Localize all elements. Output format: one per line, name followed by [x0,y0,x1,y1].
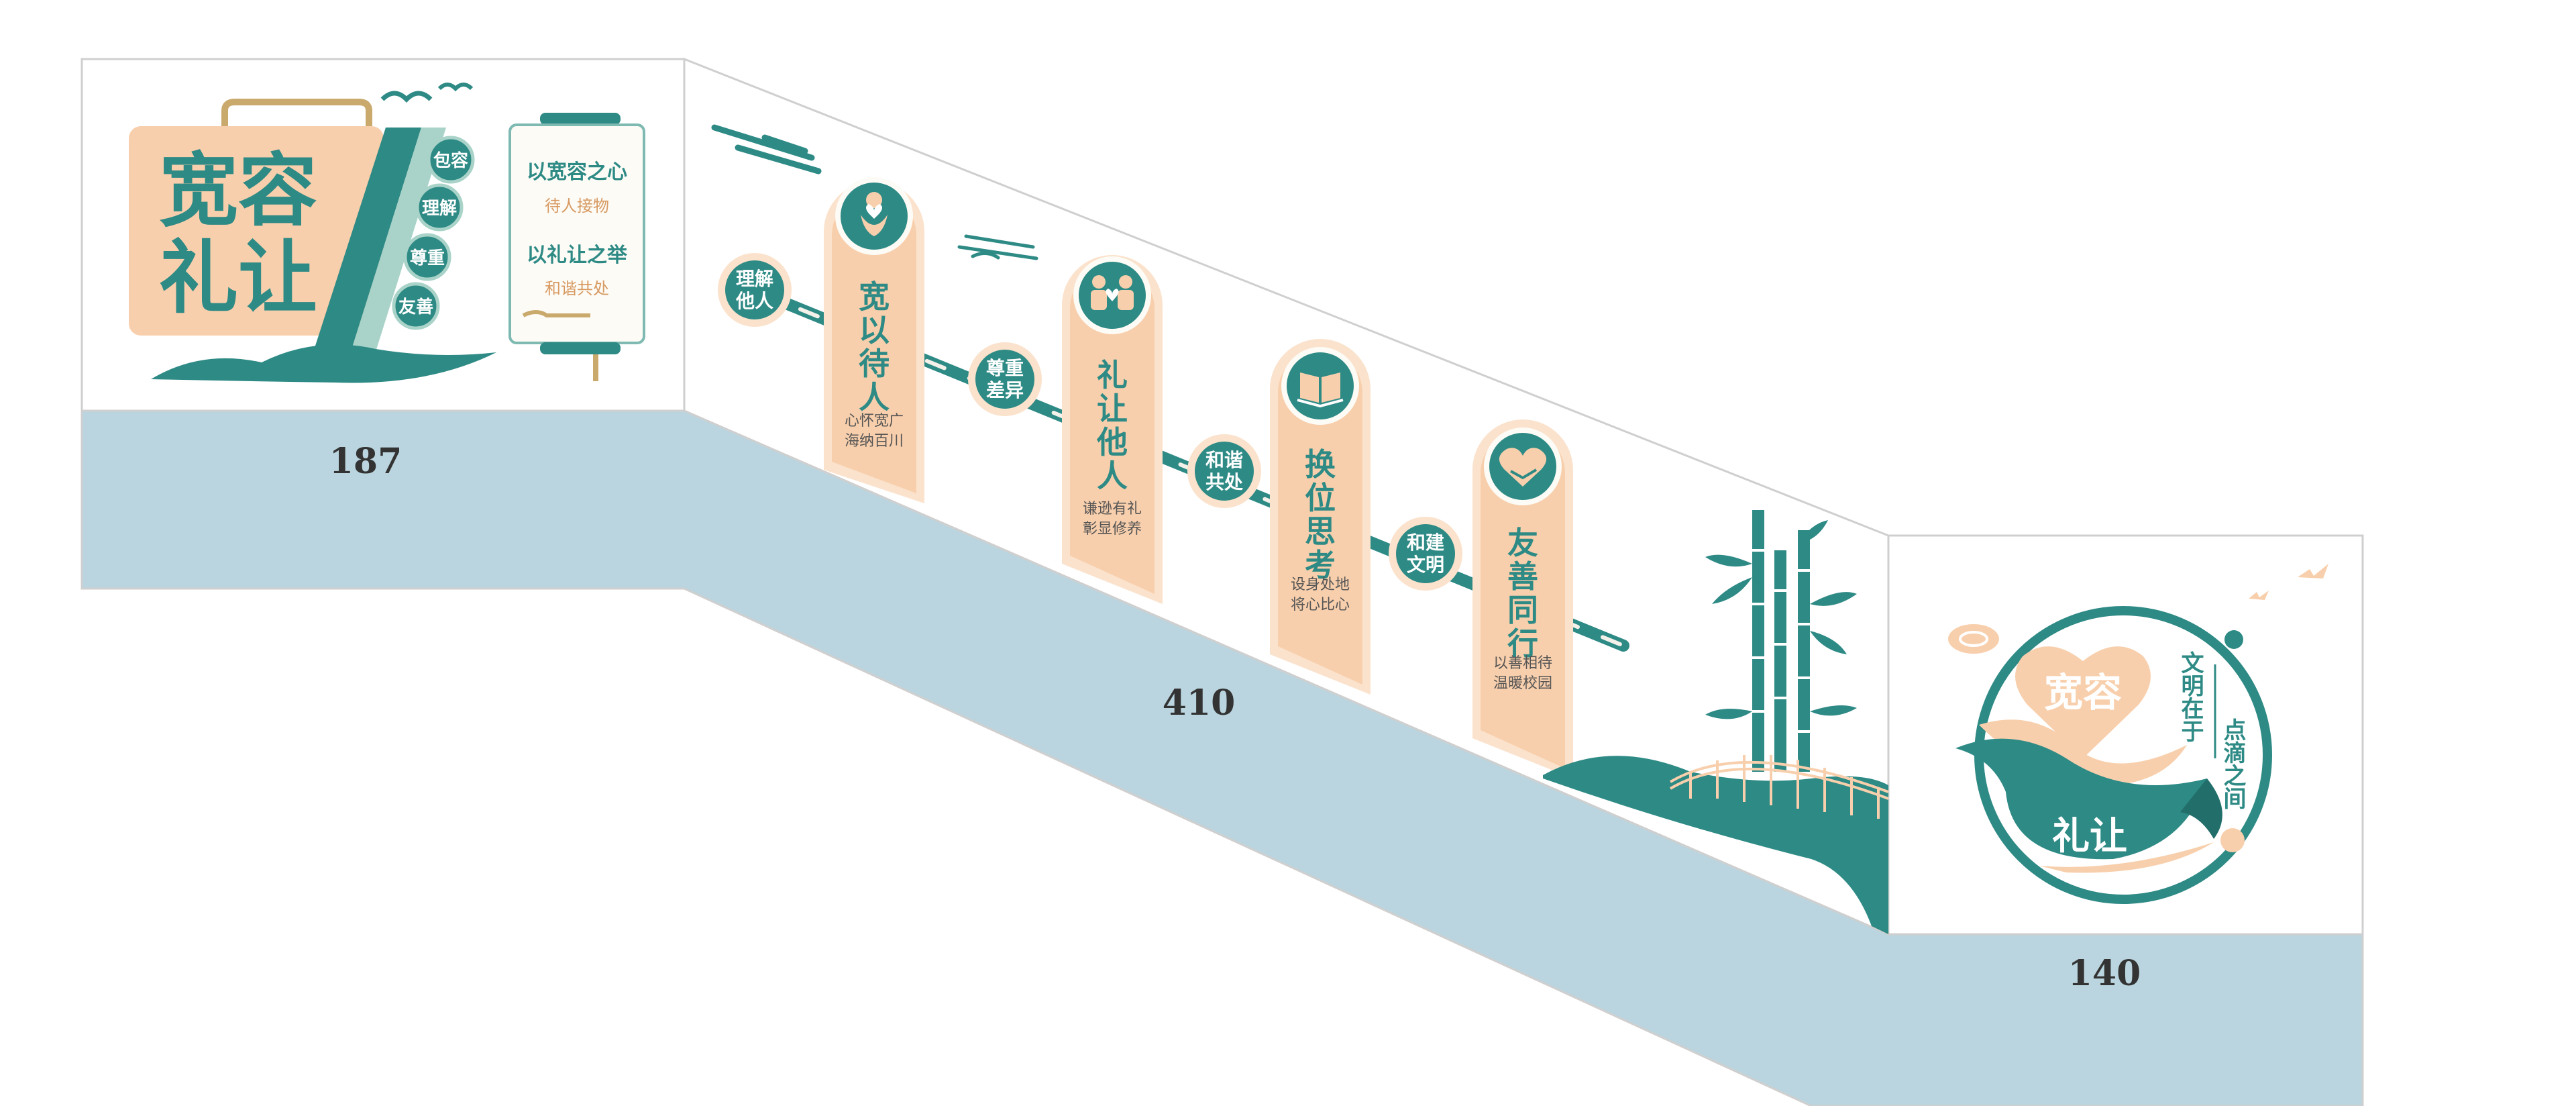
badge-line: 理解 [736,268,773,290]
pillar-sub: 彰显修养 [1083,521,1142,538]
middle-panel: 理解 他人 尊重 差异 和谐 共处 和建 文明 [711,124,1889,934]
pillar-title-char: 以 [859,312,890,348]
pillar-title-char: 思 [1305,513,1336,550]
gold-frame [221,99,372,356]
vertical-text1: 文明在于 [2177,651,2204,742]
left-title-line2: 礼让 [159,231,317,324]
bird-icon [2298,564,2328,579]
teal-hills [1543,756,1888,934]
badge-respect: 尊重 差异 [968,342,1042,416]
circle-word: 友善 [398,297,433,317]
ring-knob [2224,630,2243,649]
badge-line: 他人 [735,290,773,312]
pillar-sub: 温暖校园 [1493,675,1552,692]
peach-wave [1979,719,2187,786]
middle-width-label: 410 [1163,683,1236,723]
badge-line: 共处 [1205,471,1243,493]
pillar-title-char: 位 [1305,480,1336,516]
open-book-icon [1297,372,1344,408]
pillar-title-char: 考 [1305,547,1336,583]
pillar-sub: 谦逊有礼 [1083,501,1142,517]
pillar-title-char: 换 [1305,446,1336,483]
title-board [129,126,384,336]
pillar-tolerance: 宽 以 待 人 心怀宽广 海纳百川 [824,177,924,503]
wave-ground [151,344,496,383]
bird-icon [380,91,433,103]
cloud-swirl [957,234,1038,260]
pillar-title-char: 人 [859,379,890,415]
right-panel-background [1887,534,2364,936]
pillar-sub: 海纳百川 [845,433,904,450]
badge-line: 差异 [986,379,1024,401]
mint-stripe [347,128,446,362]
right-panel: 宽容 礼让 文明在于 点滴之间 140 [1948,564,2328,994]
badge-understand: 理解 他人 [718,253,792,327]
two-people-heart-icon [1091,275,1134,310]
pillar-title-char: 待 [859,346,890,382]
scroll-line2-sub: 和谐共处 [545,279,609,298]
slogan-scroll: 以宽容之心 待人接物 以礼让之举 和谐共处 [508,113,645,381]
cloud-pattern [711,124,822,174]
circle-word: 尊重 [410,248,445,268]
pillar-empathy: 换 位 思 考 设身处地 将心比心 [1270,339,1371,695]
pillar-sub: 设身处地 [1291,576,1350,593]
scroll-line2-title: 以礼让之举 [527,244,628,267]
bottom-text: 礼让 [2052,814,2127,858]
circle-word: 包容 [433,150,468,171]
cloud-ornament [1948,624,1999,654]
ring-knob [2220,828,2245,852]
pillar-title-char: 他 [1096,424,1128,460]
fence [1669,755,1889,819]
pillar-title-char: 宽 [859,279,890,315]
badge-line: 尊重 [986,357,1024,379]
right-width-label: 140 [2068,953,2141,994]
blue-dado-band [82,411,2363,1106]
scroll-line1-sub: 待人接物 [545,197,609,215]
left-panel: 宽容 礼让 包容 理解 尊重 友善 以宽容之心 待人接物 以礼让之举 和谐共处 … [129,83,645,482]
pillar-sub: 将心比心 [1291,597,1350,613]
pillar-title-char: 同 [1507,592,1538,628]
peach-swoosh [2039,842,2214,873]
heart-text: 宽容 [2044,670,2122,715]
left-title-line1: 宽容 [159,144,317,237]
scroll-line1-title: 以宽容之心 [527,160,627,184]
value-circles: 包容 理解 尊重 友善 [392,136,475,330]
circle-word: 理解 [422,199,457,219]
heart-shape [2015,646,2151,758]
teal-leaf-wave [1955,738,2207,860]
teal-stripe [310,128,421,362]
pillar-title-char: 善 [1507,558,1538,595]
pillar-friendship: 友 善 同 行 以善相待 温暖校园 [1472,419,1573,778]
badge-harmony: 和谐 共处 [1187,434,1261,508]
pillar-courtesy: 礼 让 他 人 谦逊有礼 彰显修养 [1062,255,1163,604]
heart-handshake-icon [1499,448,1547,487]
bird-icon [437,83,474,92]
pillar-title-char: 人 [1097,458,1128,494]
badge-line: 和建 [1407,532,1444,554]
pillar-sub: 心怀宽广 [845,413,904,430]
pillar-sub: 以善相待 [1493,655,1552,672]
bird-icon [2249,591,2269,600]
badge-line: 文明 [1407,554,1444,576]
pillar-title-char: 让 [1097,391,1128,427]
dado-outline [80,411,2364,1106]
pillar-title-char: 行 [1507,625,1538,662]
vertical-text2: 点滴之间 [2219,718,2246,809]
teal-leaf-curl [2180,778,2222,839]
badge-civility: 和建 文明 [1389,517,1462,591]
bamboo-illustration [1705,510,1857,772]
pillar-title-char: 礼 [1097,357,1128,393]
timeline-badges: 理解 他人 尊重 差异 和谐 共处 和建 文明 [718,253,1462,591]
heart-hands-icon [861,192,888,236]
left-width-label: 187 [329,441,402,482]
badge-line: 和谐 [1205,449,1243,471]
pillar-title-char: 友 [1507,525,1538,561]
